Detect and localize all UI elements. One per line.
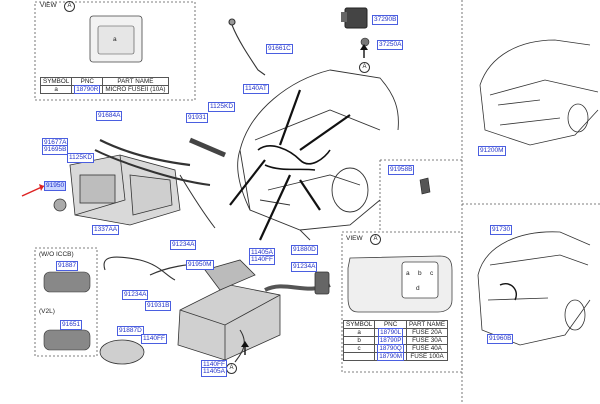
bolt-37250a-icon <box>360 37 370 47</box>
view-marker-bottom: A <box>370 234 381 245</box>
part-label-91234a-right[interactable]: 91234A <box>291 262 318 272</box>
row-symbol: c <box>342 344 376 353</box>
pnc-link[interactable]: 18790R <box>74 85 101 94</box>
part-label-91651[interactable]: 91651 <box>60 320 83 330</box>
micro-fuse-box-icon <box>89 15 143 63</box>
part-label-1140ff-mid[interactable]: 1140FF <box>141 334 167 344</box>
col-part-name: PART NAME <box>406 320 449 329</box>
part-label-1140ff-top[interactable]: 1140FF <box>249 255 275 265</box>
part-label-91880d[interactable]: 91880D <box>291 245 318 255</box>
iccb-bracket-assembly-icon <box>53 137 226 229</box>
box-letter-b: b <box>418 270 422 277</box>
part-label-91958b[interactable]: 91958B <box>388 165 415 175</box>
marker-a-bottom: A <box>226 363 237 374</box>
row-pnc[interactable]: 18790R <box>71 85 104 94</box>
row-symbol <box>342 352 376 361</box>
part-label-91931b[interactable]: 91931B <box>145 301 172 311</box>
top-symbol-table: SYMBOL PNC PART NAME a 18790R MICRO FUSE… <box>39 77 169 94</box>
row-symbol: b <box>342 336 376 345</box>
box-letter-c: c <box>430 270 434 277</box>
bottom-symbol-table: SYMBOL PNC PART NAME a 18790L FUSE 20A b… <box>342 320 449 361</box>
part-label-91200m[interactable]: 91200M <box>478 146 506 156</box>
variant-woccb-label: (W/O ICCB) <box>39 251 74 258</box>
col-part-name: PART NAME <box>102 77 169 86</box>
row-part-name: FUSE 20A <box>406 328 449 337</box>
part-label-37250a[interactable]: 37250A <box>377 40 404 50</box>
car-rear-right-icon <box>477 231 591 346</box>
col-symbol: SYMBOL <box>39 77 73 86</box>
part-label-91730[interactable]: 91730 <box>490 225 513 235</box>
row-symbol: a <box>342 328 376 337</box>
variant-v2l-label: (V2L) <box>39 308 55 315</box>
direction-arrow-top-icon <box>360 44 368 58</box>
onboard-charger-module-icon <box>103 256 331 363</box>
pnc-link[interactable]: 18790M <box>377 352 405 361</box>
cover-v2l-icon <box>43 329 91 351</box>
row-pnc[interactable]: 18790M <box>374 352 408 361</box>
pointer-arrow-icon <box>21 184 45 197</box>
part-label-91931[interactable]: 91931 <box>186 113 209 123</box>
box-letter-a: a <box>406 270 410 277</box>
pnc-link[interactable]: 18790L <box>378 328 404 337</box>
car-front-right-icon <box>479 39 599 146</box>
part-label-91887[interactable]: 91887 <box>56 261 79 271</box>
car-front-center-icon <box>237 69 399 241</box>
direction-arrow-icon <box>241 341 249 355</box>
pnc-link[interactable]: 18790Q <box>377 344 404 353</box>
view-marker-top: A <box>64 1 75 12</box>
part-label-37290b[interactable]: 37290B <box>372 15 399 25</box>
row-part-name: FUSE 30A <box>406 336 449 345</box>
part-label-91950[interactable]: 91950 <box>44 181 67 191</box>
part-label-91887d[interactable]: 91887D <box>117 326 144 336</box>
clip-91958b-icon <box>419 177 431 195</box>
part-label-1337aa[interactable]: 1337AA <box>92 225 120 235</box>
part-label-91234a-left[interactable]: 91234A <box>122 290 149 300</box>
fuse-box-letter: a <box>113 36 117 43</box>
part-label-91960b[interactable]: 91960B <box>487 334 514 344</box>
part-label-1125kd-left[interactable]: 1125KD <box>67 153 95 163</box>
component-37290b-icon <box>341 7 368 29</box>
row-part-name: MICRO FUSEII (10A) <box>102 85 169 94</box>
part-label-91950m[interactable]: 91950M <box>186 260 214 270</box>
row-symbol: a <box>39 85 73 94</box>
col-symbol: SYMBOL <box>342 320 376 329</box>
box-letter-d: d <box>416 285 420 292</box>
part-label-1125kd-top[interactable]: 1125KD <box>208 102 236 112</box>
row-part-name: FUSE 40A <box>406 344 449 353</box>
part-label-11405a-bottom[interactable]: 11405A <box>201 367 227 377</box>
row-part-name: FUSE 100A <box>406 352 449 361</box>
part-label-91234a-top[interactable]: 91234A <box>170 240 197 250</box>
view-label-bottom: VIEW <box>346 235 363 242</box>
cover-woccb-icon <box>43 271 91 293</box>
pnc-link[interactable]: 18790P <box>377 336 404 345</box>
view-label-top: VIEW <box>40 2 57 9</box>
cover-91887d-icon <box>99 339 145 365</box>
part-label-91684a[interactable]: 91684A <box>96 111 123 121</box>
fuse-box-icon <box>347 255 453 313</box>
part-label-1140at[interactable]: 1140AT <box>243 84 269 94</box>
marker-a-top: A <box>359 62 370 73</box>
part-label-91695b[interactable]: 91695B <box>42 145 69 155</box>
part-label-91661c[interactable]: 91661C <box>266 44 293 54</box>
